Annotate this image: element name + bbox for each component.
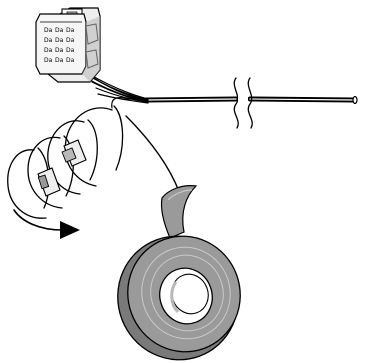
connector-pin-label: Da — [44, 57, 53, 64]
connector-pin-label: Da — [55, 37, 64, 44]
cable-break-mark — [248, 78, 252, 128]
wire-bundle-icon — [68, 62, 182, 200]
connector-pin-label: Da — [55, 47, 64, 54]
connector-pin-label: Da — [55, 27, 64, 34]
connector-pin-label: Da — [66, 27, 75, 34]
connector-pin-label: Da — [66, 37, 75, 44]
cable — [146, 78, 357, 128]
connector-pin-label: Da — [44, 37, 53, 44]
tape-roll-icon — [100, 186, 256, 363]
connector-pin-label: Da — [66, 47, 75, 54]
rotation-arrow-icon — [14, 210, 80, 239]
connector-pin-label: Da — [66, 57, 75, 64]
connector-pin-label: Da — [44, 47, 53, 54]
connector-pin-label: Da — [55, 57, 64, 64]
cable-break-mark — [234, 78, 238, 128]
connector-pin-label: Da — [44, 27, 53, 34]
